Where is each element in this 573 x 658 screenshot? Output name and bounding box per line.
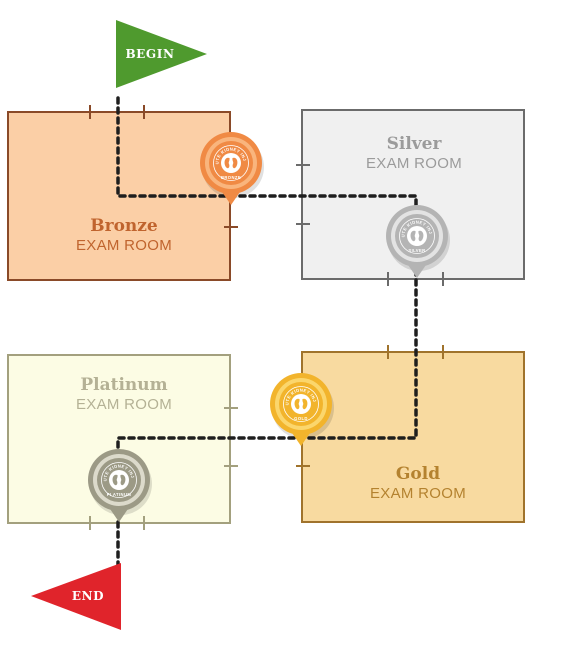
badge-level-text: GOLD [294, 416, 308, 421]
room-silver-subtitle: EXAM ROOM [366, 155, 462, 172]
room-bronze-subtitle: EXAM ROOM [76, 237, 172, 254]
badge-level-text: BRONZE [221, 175, 241, 180]
badge-seal-ring [101, 462, 137, 498]
room-platinum-name: Platinum [80, 375, 167, 395]
platinum-badge-pin[interactable]: ACUTE KIDNEY INJURYPLATINUM [88, 449, 152, 522]
badge-seal-ring [283, 386, 319, 422]
badge-center [291, 394, 311, 414]
route-path [116, 96, 418, 567]
badge-center [407, 226, 427, 246]
gold-badge-pin[interactable]: ACUTE KIDNEY INJURYGOLD [270, 373, 334, 446]
room-gold[interactable]: Gold EXAM ROOM [296, 345, 525, 523]
room-bronze-name: Bronze [90, 216, 158, 236]
kidney-icon [224, 157, 238, 169]
begin-flag[interactable]: BEGIN [116, 20, 207, 88]
room-gold-subtitle: EXAM ROOM [370, 485, 466, 502]
room-gold-name: Gold [396, 464, 440, 484]
badge-center [221, 153, 241, 173]
bronze-badge-pin[interactable]: ACUTE KIDNEY INJURYBRONZE [200, 132, 264, 205]
kidney-icon [112, 474, 126, 486]
badge-center [109, 470, 129, 490]
silver-badge-pin[interactable]: ACUTE KIDNEY INJURYSILVER [386, 205, 450, 278]
room-silver-name: Silver [387, 134, 443, 154]
kidney-icon [410, 230, 424, 242]
end-flag[interactable]: END [31, 563, 121, 630]
badge-seal-ring [399, 218, 435, 254]
badge-level-text: PLATINUM [107, 492, 132, 497]
room-platinum-subtitle: EXAM ROOM [76, 396, 172, 413]
begin-flag-label: BEGIN [125, 47, 174, 61]
end-flag-label: END [72, 589, 104, 603]
badge-seal-ring [213, 145, 249, 181]
badge-level-text: SILVER [408, 248, 425, 253]
room-bronze[interactable]: Bronze EXAM ROOM [7, 105, 238, 281]
kidney-icon [294, 398, 308, 410]
